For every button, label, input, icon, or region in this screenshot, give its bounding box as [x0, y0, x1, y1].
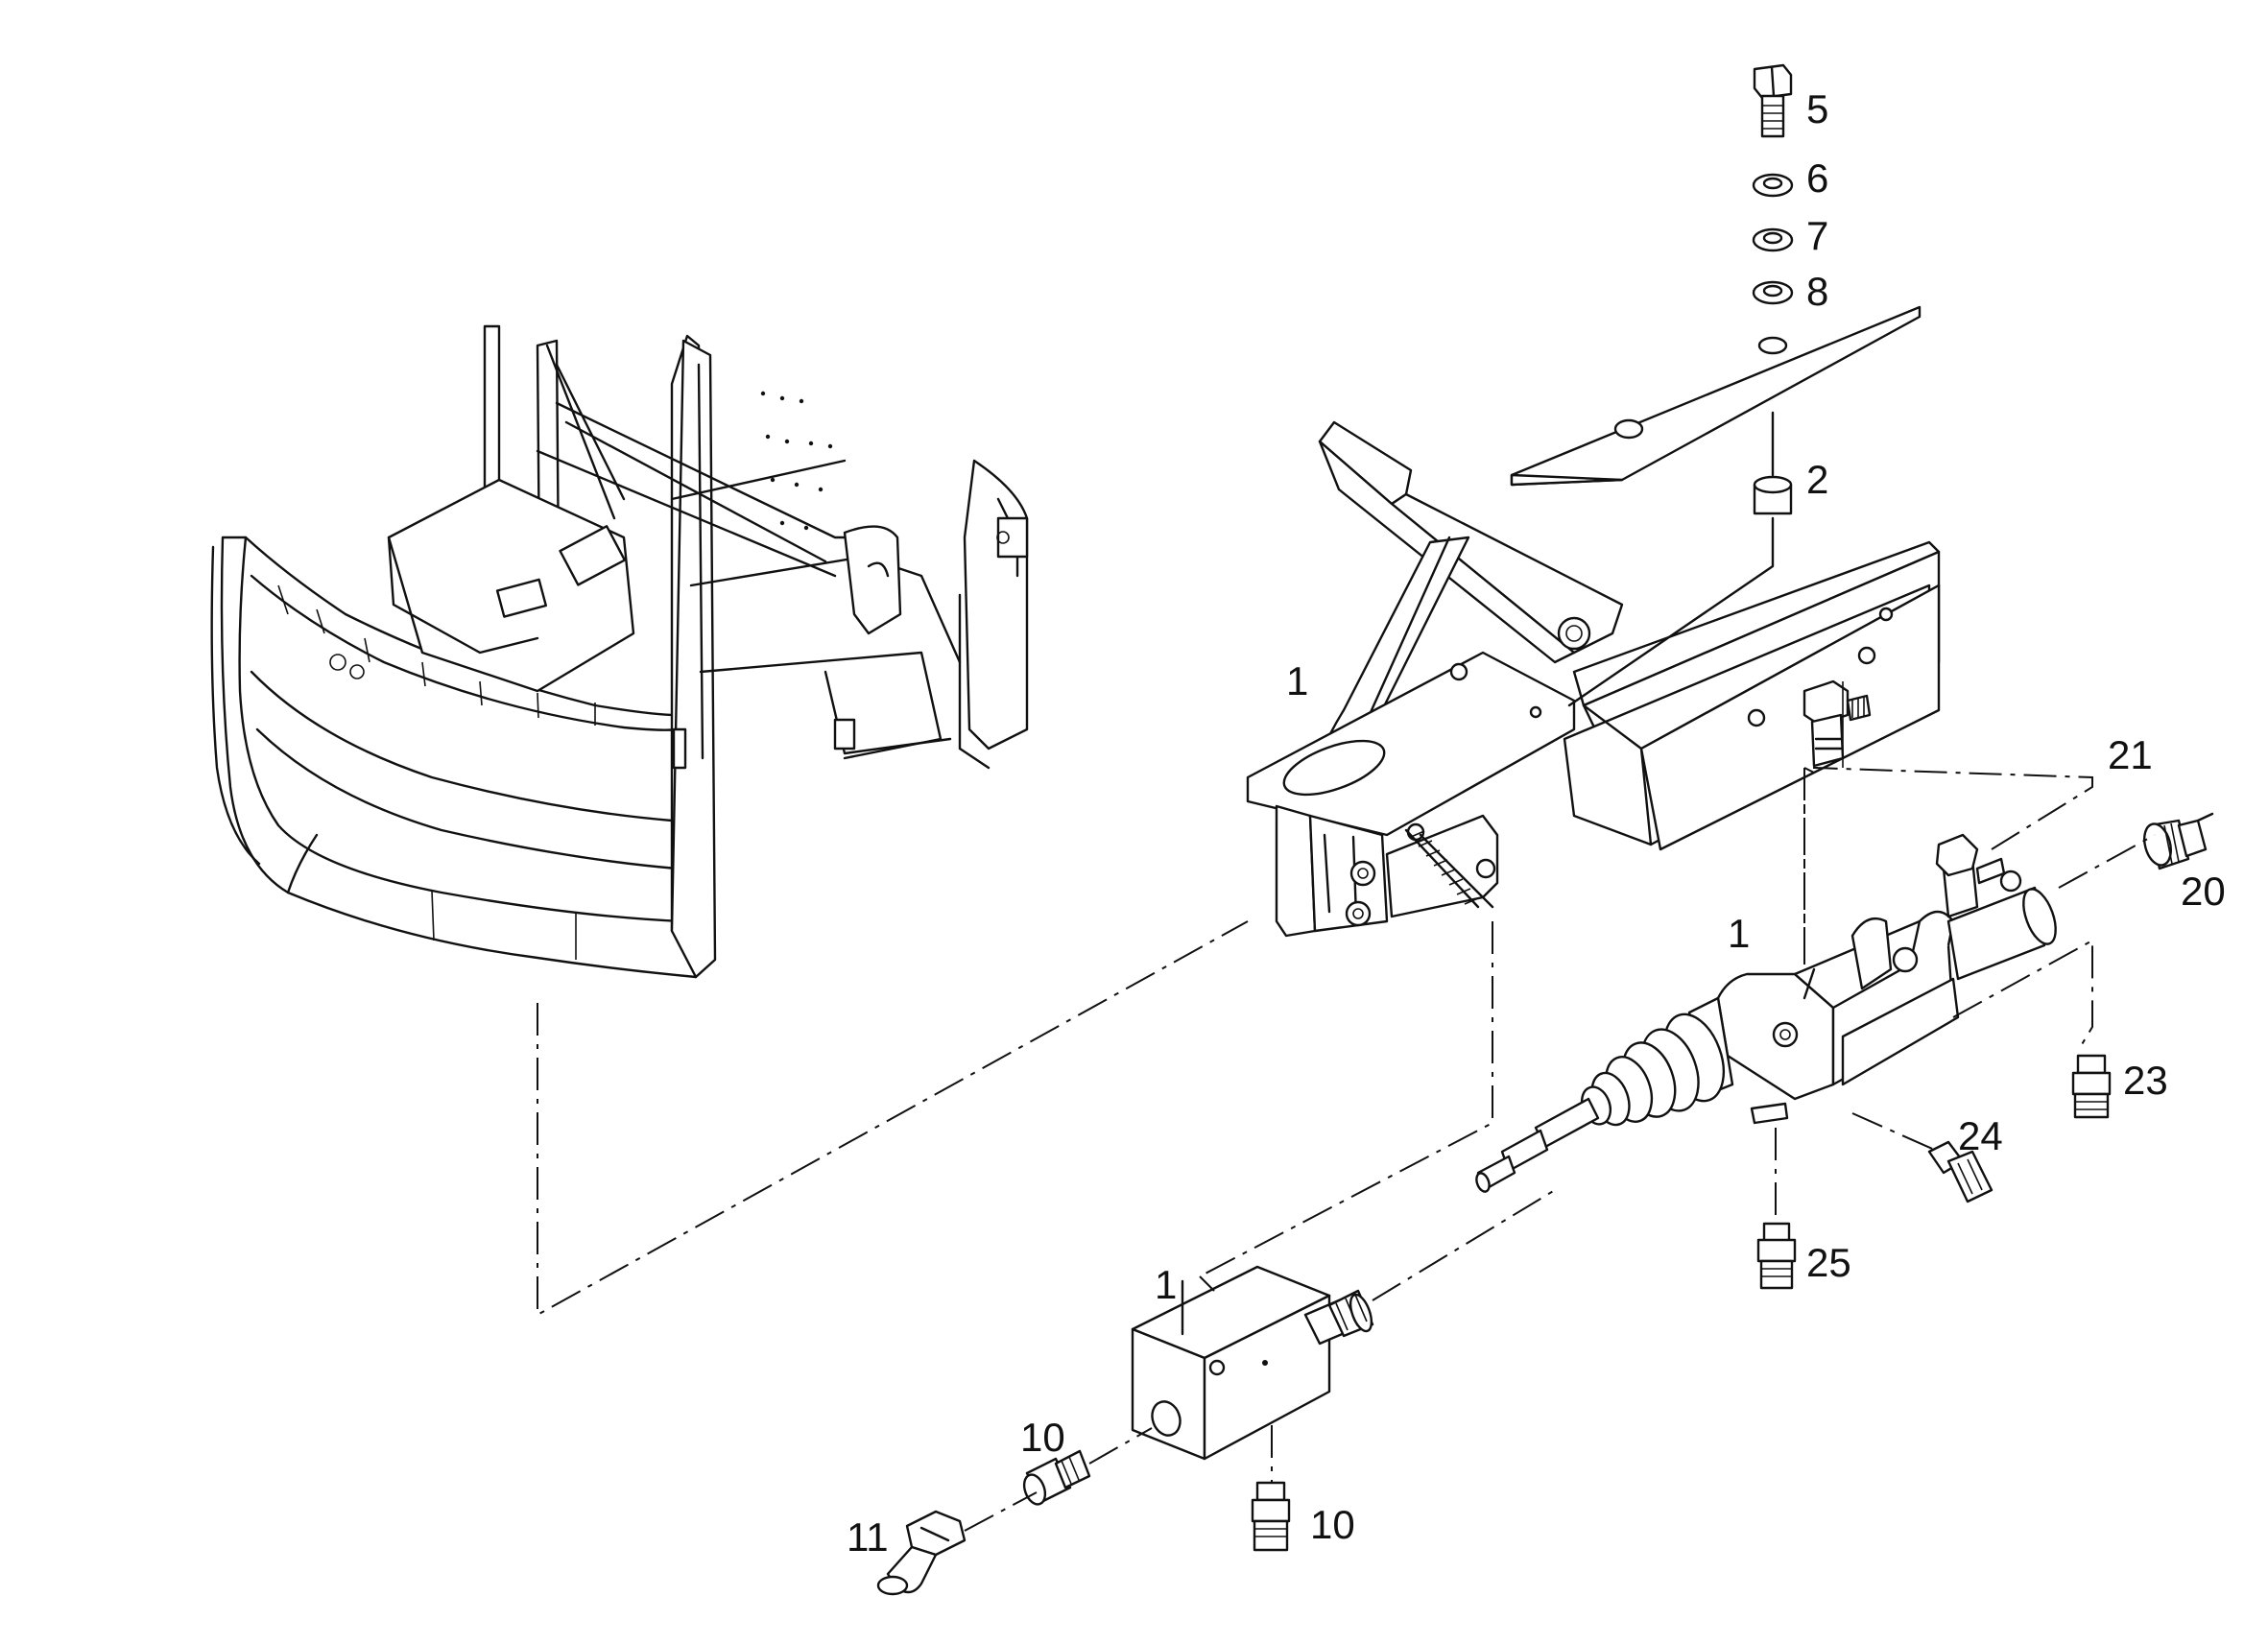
label-part-24: 24	[1958, 1113, 2003, 1158]
label-part-21: 21	[2108, 732, 2153, 777]
leader-lines	[1181, 681, 1844, 1336]
label-part-5: 5	[1806, 86, 1828, 131]
label-part-10-bottom: 10	[1310, 1502, 1355, 1547]
brake-pedal-assembly	[1246, 420, 1624, 938]
label-part-23: 23	[2123, 1058, 2168, 1103]
fitting-24	[1927, 1140, 1993, 1203]
label-part-8: 8	[1806, 269, 1828, 314]
valve-block	[1131, 1265, 1374, 1461]
label-part-1-pedal: 1	[1286, 658, 1308, 703]
label-part-20: 20	[2181, 869, 2226, 914]
label-part-6: 6	[1806, 155, 1828, 201]
fitting-11	[876, 1510, 967, 1596]
label-part-1-valve: 1	[1155, 1262, 1177, 1307]
fitting-25	[1756, 1222, 1797, 1290]
label-part-10-left: 10	[1020, 1415, 1065, 1460]
label-part-25: 25	[1806, 1240, 1851, 1285]
part-labels: 1 1 1 2 5 6 7 8 10 10 11 20 21 23 24 25	[847, 86, 2226, 1560]
fastener-stack	[1567, 63, 1794, 707]
fitting-10-bottom	[1251, 1481, 1291, 1552]
label-part-1-cylinder: 1	[1728, 911, 1750, 956]
assembly-lines	[537, 767, 2156, 1532]
label-part-7: 7	[1806, 213, 1828, 258]
master-cylinder	[1475, 833, 2057, 1193]
fitting-21	[1802, 679, 1872, 768]
frame-rail	[1510, 305, 1941, 851]
fitting-23	[2071, 1054, 2112, 1119]
label-part-2: 2	[1806, 457, 1828, 502]
fitting-20	[2143, 812, 2214, 870]
truck-body	[210, 324, 1029, 979]
label-part-11: 11	[847, 1514, 889, 1560]
